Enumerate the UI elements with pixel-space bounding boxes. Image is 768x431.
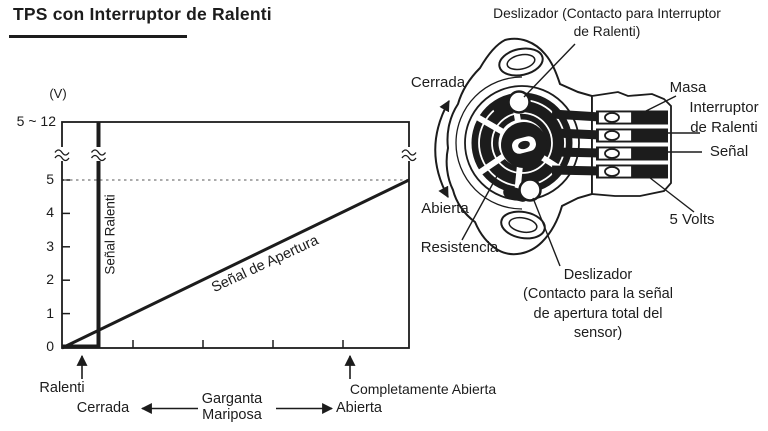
terminal-5v	[596, 164, 668, 179]
tps-sensor-illustration	[434, 37, 702, 267]
y-tick-3: 3	[46, 238, 54, 254]
opening-signal-line	[61, 178, 410, 350]
voltage-chart	[54, 121, 417, 414]
x-caption-center-line2: Mariposa	[202, 407, 262, 423]
x-caption-closed: Cerrada	[76, 400, 130, 416]
x-marker-idle: Ralenti	[39, 380, 85, 396]
idle-switch-label-line1: Interruptor	[689, 99, 759, 116]
y-tick-5: 5	[46, 171, 54, 187]
mounting-hole-top	[498, 47, 544, 77]
conductor-traces	[551, 109, 601, 176]
y-tick-0: 0	[46, 338, 54, 354]
x-axis-ticks	[132, 340, 344, 348]
leader-opening-slider	[532, 197, 561, 267]
slider-open-label-line1: Deslizador	[563, 267, 633, 283]
title-underline	[9, 35, 187, 38]
y-axis-top-label: 5 ~ 12	[16, 113, 56, 129]
x-caption-center: Garganta Mariposa	[182, 391, 282, 423]
leader-ground	[639, 95, 677, 115]
x-marker-full-open: Completamente Abierta	[349, 381, 497, 397]
y-axis-ticks	[62, 179, 70, 315]
idle-switch-label-line2: de Ralenti	[690, 118, 758, 136]
connector-shell	[591, 91, 672, 197]
leader-5v	[644, 173, 695, 213]
sensor-closed-label: Cerrada	[410, 74, 466, 91]
x-caption-open: Abierta	[336, 400, 382, 416]
terminal-signal	[596, 146, 668, 161]
slider-idle-label-line2: de Ralenti)	[573, 24, 641, 39]
terminal-ground	[596, 110, 668, 125]
slider-open-label: Deslizador (Contacto para la señal de ap…	[468, 266, 728, 343]
slider-open-label-line3: de apertura total del	[533, 305, 663, 322]
leader-idle-slider	[523, 43, 576, 98]
rotation-direction-arrow	[434, 100, 450, 198]
terminal-idle-switch	[596, 128, 668, 143]
leader-lines	[461, 43, 702, 267]
leader-resistance	[461, 175, 498, 241]
sensor-open-label: Abierta	[421, 200, 469, 217]
five-volts-label: 5 Volts	[669, 211, 715, 228]
resistance-label: Resistencia	[420, 239, 499, 256]
opening-slider-contact	[503, 178, 542, 202]
sensor-center-hub	[501, 122, 547, 168]
y-axis-unit-label: (V)	[49, 86, 67, 101]
y-tick-1: 1	[46, 305, 54, 321]
idle-signal-label: Señal Ralenti	[102, 194, 118, 275]
axis-break-marks	[54, 147, 417, 162]
signal-label: Señal	[709, 143, 749, 160]
sensor-inner-contour	[455, 76, 523, 210]
y-tick-2: 2	[46, 271, 54, 287]
idle-switch-label: Interruptor de Ralenti	[680, 98, 768, 137]
chart-frame	[61, 121, 410, 349]
slider-open-label-line2: (Contacto para la señal	[523, 286, 673, 303]
y-tick-4: 4	[46, 204, 54, 220]
slider-idle-label-line1: Deslizador (Contacto para Interruptor	[493, 6, 721, 21]
page-title: TPS con Interruptor de Ralenti	[13, 4, 272, 24]
ground-label: Masa	[669, 79, 707, 96]
x-caption-center-line1: Garganta	[201, 391, 263, 407]
slider-idle-label: Deslizador (Contacto para Interruptor de…	[457, 5, 757, 41]
slider-open-label-line4: sensor)	[573, 324, 623, 341]
